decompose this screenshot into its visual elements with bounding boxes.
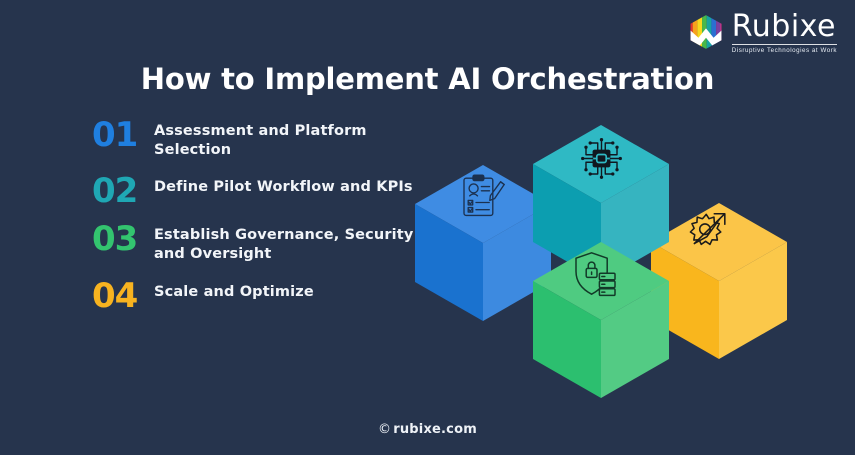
step-number-03: 03 [92,219,138,260]
steps-list: 01 Assessment and Platform Selection 02 … [92,118,422,327]
rubixe-hexagon-logo-icon [690,15,722,49]
copyright-icon: © [378,422,392,437]
assessment-cube [415,165,551,321]
scale-optimize-cube [651,203,787,359]
step-number-02: 02 [92,171,138,212]
step-item-04: 04 Scale and Optimize [92,279,422,313]
step-item-01: 01 Assessment and Platform Selection [92,118,422,160]
logo-wordmark: Rubixe [731,9,836,44]
footer-site: rubixe.com [393,422,477,437]
step-item-03: 03 Establish Governance, Security and Ov… [92,222,422,264]
step-item-02: 02 Define Pilot Workflow and KPIs [92,174,422,208]
step-number-01: 01 [92,115,138,155]
logo-tagline: Disruptive Technologies at Work [731,46,837,54]
clipboard-profile-checklist-icon [463,174,505,217]
step-label-01: Assessment and Platform Selection [154,123,367,159]
rubixe-logo[interactable]: Rubixe Disruptive Technologies at Work [688,9,837,54]
governance-security-cube [533,242,669,398]
logo-divider [731,43,837,45]
step-label-03: Establish Governance, Security and Overs… [154,227,414,263]
footer-copyright: ©rubixe.com [0,422,855,437]
step-number-04: 04 [92,275,138,316]
ai-chip-processor-icon [581,138,622,179]
step-label-02: Define Pilot Workflow and KPIs [154,179,413,196]
logo-text-block: Rubixe Disruptive Technologies at Work [731,9,837,54]
page-title: How to Implement AI Orchestration [140,62,715,96]
gear-growth-arrow-icon [689,212,726,246]
step-label-04: Scale and Optimize [154,283,314,300]
isometric-cubes-illustration [415,125,815,400]
shield-lock-server-icon [575,252,616,297]
